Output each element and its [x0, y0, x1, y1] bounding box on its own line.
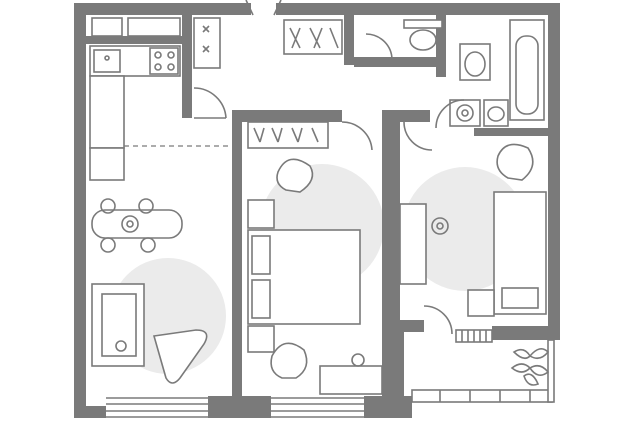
bath-sink — [483, 99, 509, 127]
wardrobe-hall — [283, 19, 343, 55]
bath-door — [435, 99, 465, 129]
double-bed — [247, 199, 361, 353]
coat-rack — [193, 17, 221, 69]
desk-bedroom-1 — [319, 353, 383, 395]
bedroom-2-door — [403, 121, 433, 151]
bathtub — [509, 19, 545, 121]
balcony-railing — [411, 339, 555, 403]
kitchen-door — [193, 87, 227, 119]
kitchen-shelf — [91, 17, 181, 37]
window-bottom-left — [106, 397, 208, 418]
window-bottom-middle — [271, 397, 364, 418]
armchair-bedroom-1-bottom — [270, 342, 308, 379]
entrance-door — [245, 0, 282, 16]
single-bed — [467, 191, 547, 317]
washbasin — [459, 43, 491, 81]
washing-machine — [449, 99, 481, 127]
walls — [74, 3, 560, 418]
toilet — [403, 19, 443, 51]
balcony-door — [423, 305, 453, 335]
armchair-bedroom-2 — [496, 143, 534, 181]
triangle-table — [152, 329, 208, 384]
desk-bedroom-2 — [399, 203, 449, 285]
kitchen-counter — [89, 45, 232, 181]
armchair-bedroom-1-top — [276, 158, 314, 193]
plant-icon — [510, 348, 550, 386]
wardrobe-bedroom-1 — [247, 121, 329, 149]
shoe-cabinet — [455, 329, 493, 343]
dining-table — [91, 198, 183, 253]
bedroom-1-door — [341, 121, 373, 151]
bathroom-door — [365, 33, 393, 61]
sofa — [91, 283, 145, 367]
